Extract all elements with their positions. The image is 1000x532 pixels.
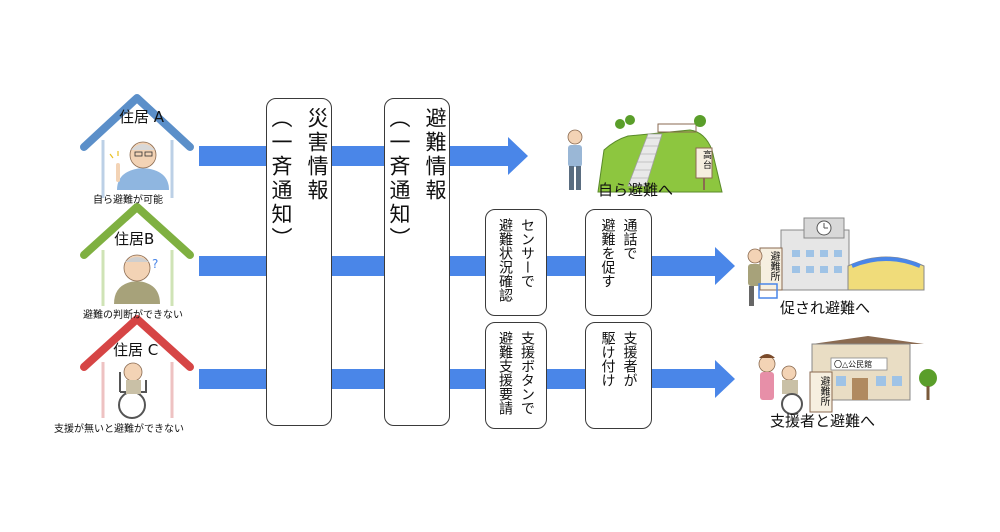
- arrow-c-seg1: [199, 369, 266, 389]
- elderly-walker-icon: [747, 248, 778, 306]
- hall-sign-text: 〇△公民館: [834, 360, 873, 369]
- support-button-line-1: 支援ボタンで: [519, 331, 535, 415]
- caregiver-with-wheelchair-icon: [758, 354, 803, 415]
- hill-sign-text: 高台: [701, 150, 711, 170]
- disaster-info-line-1: 災害情報: [305, 107, 329, 203]
- evacuation-info-line-1: 避難情報: [423, 107, 447, 203]
- arrows: [199, 137, 735, 398]
- hall-sign-board: [830, 357, 888, 371]
- shelter-destination-illustration: [747, 217, 925, 306]
- call-prompt-line-2: 避難を促す: [599, 218, 616, 288]
- elderly-man-pointing-icon: [109, 141, 169, 190]
- arrow-b-head: [652, 247, 735, 285]
- evacuation-info-line-2: （一斉通知）: [387, 107, 411, 251]
- hall-shelter-sign-board: [809, 371, 833, 413]
- call-prompt-box: 通話で 避難を促す: [585, 209, 652, 316]
- disaster-info-line-2: （一斉通知）: [269, 107, 293, 251]
- disaster-info-box: 災害情報 （一斉通知）: [266, 98, 332, 426]
- house-a-roof: [80, 94, 194, 151]
- destination-b-label: 促され避難へ: [780, 299, 871, 317]
- arrow-c-seg4: [547, 369, 585, 389]
- sensor-check-box: センサーで 避難状況確認: [485, 209, 547, 316]
- community-hall-destination-illustration: [758, 336, 937, 415]
- house-a-illustration: [80, 94, 194, 198]
- elderly-man-confused-icon: ?: [114, 254, 160, 304]
- house-c-roof: [80, 315, 194, 371]
- destination-a-label: 自ら避難へ: [598, 181, 674, 199]
- sensor-check-line-2: 避難状況確認: [497, 218, 513, 302]
- house-b-illustration: ?: [80, 203, 194, 306]
- house-b-roof: [80, 203, 194, 259]
- walking-elderly-icon: [567, 129, 583, 190]
- supporter-rush-box: 支援者が 駆け付け: [585, 322, 652, 429]
- hill-destination-illustration: [567, 115, 723, 193]
- shelter-sign-text: 避難所: [768, 251, 779, 281]
- arrow-a-seg2: [332, 146, 384, 166]
- arrow-b-seg2: [332, 256, 384, 276]
- house-b-caption: 避難の判断ができない: [83, 310, 183, 321]
- arrow-a-seg1: [199, 146, 266, 166]
- house-a-caption: 自ら避難が可能: [93, 195, 163, 206]
- supporter-rush-line-1: 支援者が: [621, 331, 638, 387]
- sensor-check-line-1: センサーで: [519, 218, 535, 288]
- arrow-c-head: [652, 360, 735, 398]
- call-prompt-line-1: 通話で: [621, 218, 638, 260]
- arrow-c-seg2: [332, 369, 384, 389]
- house-c-caption: 支援が無いと避難ができない: [54, 424, 184, 435]
- house-b-title: 住居B: [114, 230, 155, 248]
- hall-shelter-sign-text: 避難所: [818, 376, 829, 406]
- house-c-illustration: [80, 315, 194, 419]
- support-button-line-2: 避難支援要請: [497, 331, 513, 415]
- svg-text:?: ?: [152, 257, 158, 271]
- destination-c-label: 支援者と避難へ: [770, 412, 876, 430]
- arrow-b-seg3: [449, 256, 485, 276]
- support-button-box: 支援ボタンで 避難支援要請: [485, 322, 547, 429]
- arrow-c-seg3: [449, 369, 485, 389]
- arrow-b-seg1: [199, 256, 266, 276]
- arrow-a-head: [449, 137, 528, 175]
- house-a-title: 住居 A: [119, 108, 165, 126]
- evacuation-info-box: 避難情報 （一斉通知）: [384, 98, 450, 426]
- wheelchair-user-icon: [118, 362, 147, 419]
- supporter-rush-line-2: 駆け付け: [599, 331, 616, 387]
- arrow-b-seg4: [547, 256, 585, 276]
- house-c-title: 住居 C: [113, 341, 159, 359]
